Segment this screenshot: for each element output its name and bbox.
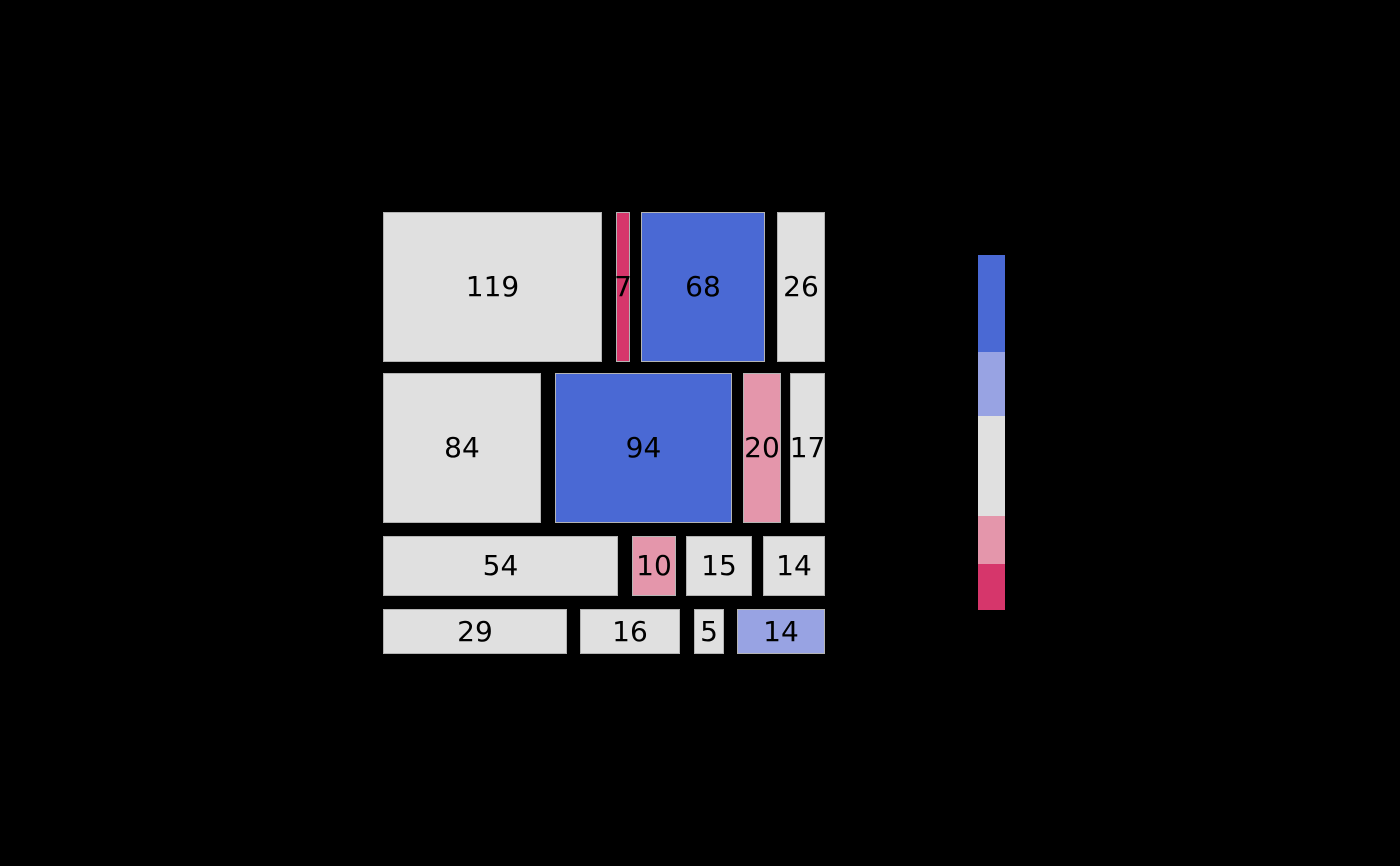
mosaic-tile-label: 68 <box>685 270 721 303</box>
mosaic-tile[interactable]: 119 <box>383 212 602 362</box>
residual-colorbar <box>978 255 1005 610</box>
mosaic-tile[interactable]: 26 <box>777 212 825 362</box>
mosaic-tile[interactable]: 17 <box>790 373 825 523</box>
mosaic-tile-label: 17 <box>789 431 826 464</box>
mosaic-tile[interactable]: 7 <box>614 212 632 362</box>
mosaic-tile[interactable]: 14 <box>737 609 825 654</box>
mosaic-tile-label: 20 <box>744 431 780 464</box>
mosaic-tile[interactable]: 5 <box>694 609 724 654</box>
mosaic-tile[interactable]: 29 <box>383 609 567 654</box>
colorbar-segment-strong-blue <box>978 255 1005 352</box>
mosaic-tile-label: 7 <box>614 270 632 303</box>
mosaic-tile-label: 94 <box>625 431 662 464</box>
mosaic-tile-label: 26 <box>783 270 819 303</box>
mosaic-tile-label: 84 <box>444 431 480 464</box>
mosaic-tile-label: 5 <box>700 614 718 648</box>
colorbar-segment-light-pink <box>978 515 1005 564</box>
mosaic-row: 119 7 68 26 <box>383 212 825 362</box>
colorbar-segment-strong-pink <box>978 563 1005 610</box>
mosaic-tile-label: 15 <box>701 549 737 582</box>
mosaic-row: 84 94 20 17 <box>383 373 825 523</box>
mosaic-tile[interactable]: 16 <box>580 609 680 654</box>
mosaic-tile-label: 54 <box>482 549 519 582</box>
colorbar-segment-light-blue <box>978 351 1005 416</box>
mosaic-tile[interactable]: 54 <box>383 536 618 596</box>
mosaic-tile-label: 119 <box>465 270 520 303</box>
mosaic-tile[interactable]: 14 <box>763 536 825 596</box>
mosaic-tile-label: 14 <box>776 549 812 582</box>
mosaic-tile[interactable]: 20 <box>743 373 781 523</box>
mosaic-tile-label: 29 <box>457 614 493 648</box>
mosaic-tile-label: 16 <box>612 614 648 648</box>
mosaic-tile[interactable]: 94 <box>555 373 732 523</box>
mosaic-tile[interactable]: 15 <box>686 536 752 596</box>
mosaic-plot-area: 119 7 68 26 84 94 20 17 54 10 15 14 29 16 5 14 <box>383 212 825 654</box>
mosaic-tile[interactable]: 84 <box>383 373 541 523</box>
mosaic-tile[interactable]: 10 <box>632 536 676 596</box>
mosaic-tile-label: 10 <box>636 549 672 582</box>
mosaic-row: 29 16 5 14 <box>383 609 825 654</box>
mosaic-tile[interactable]: 68 <box>641 212 765 362</box>
mosaic-tile-label: 14 <box>763 614 799 648</box>
mosaic-row: 54 10 15 14 <box>383 536 825 596</box>
colorbar-segment-neutral <box>978 415 1005 516</box>
